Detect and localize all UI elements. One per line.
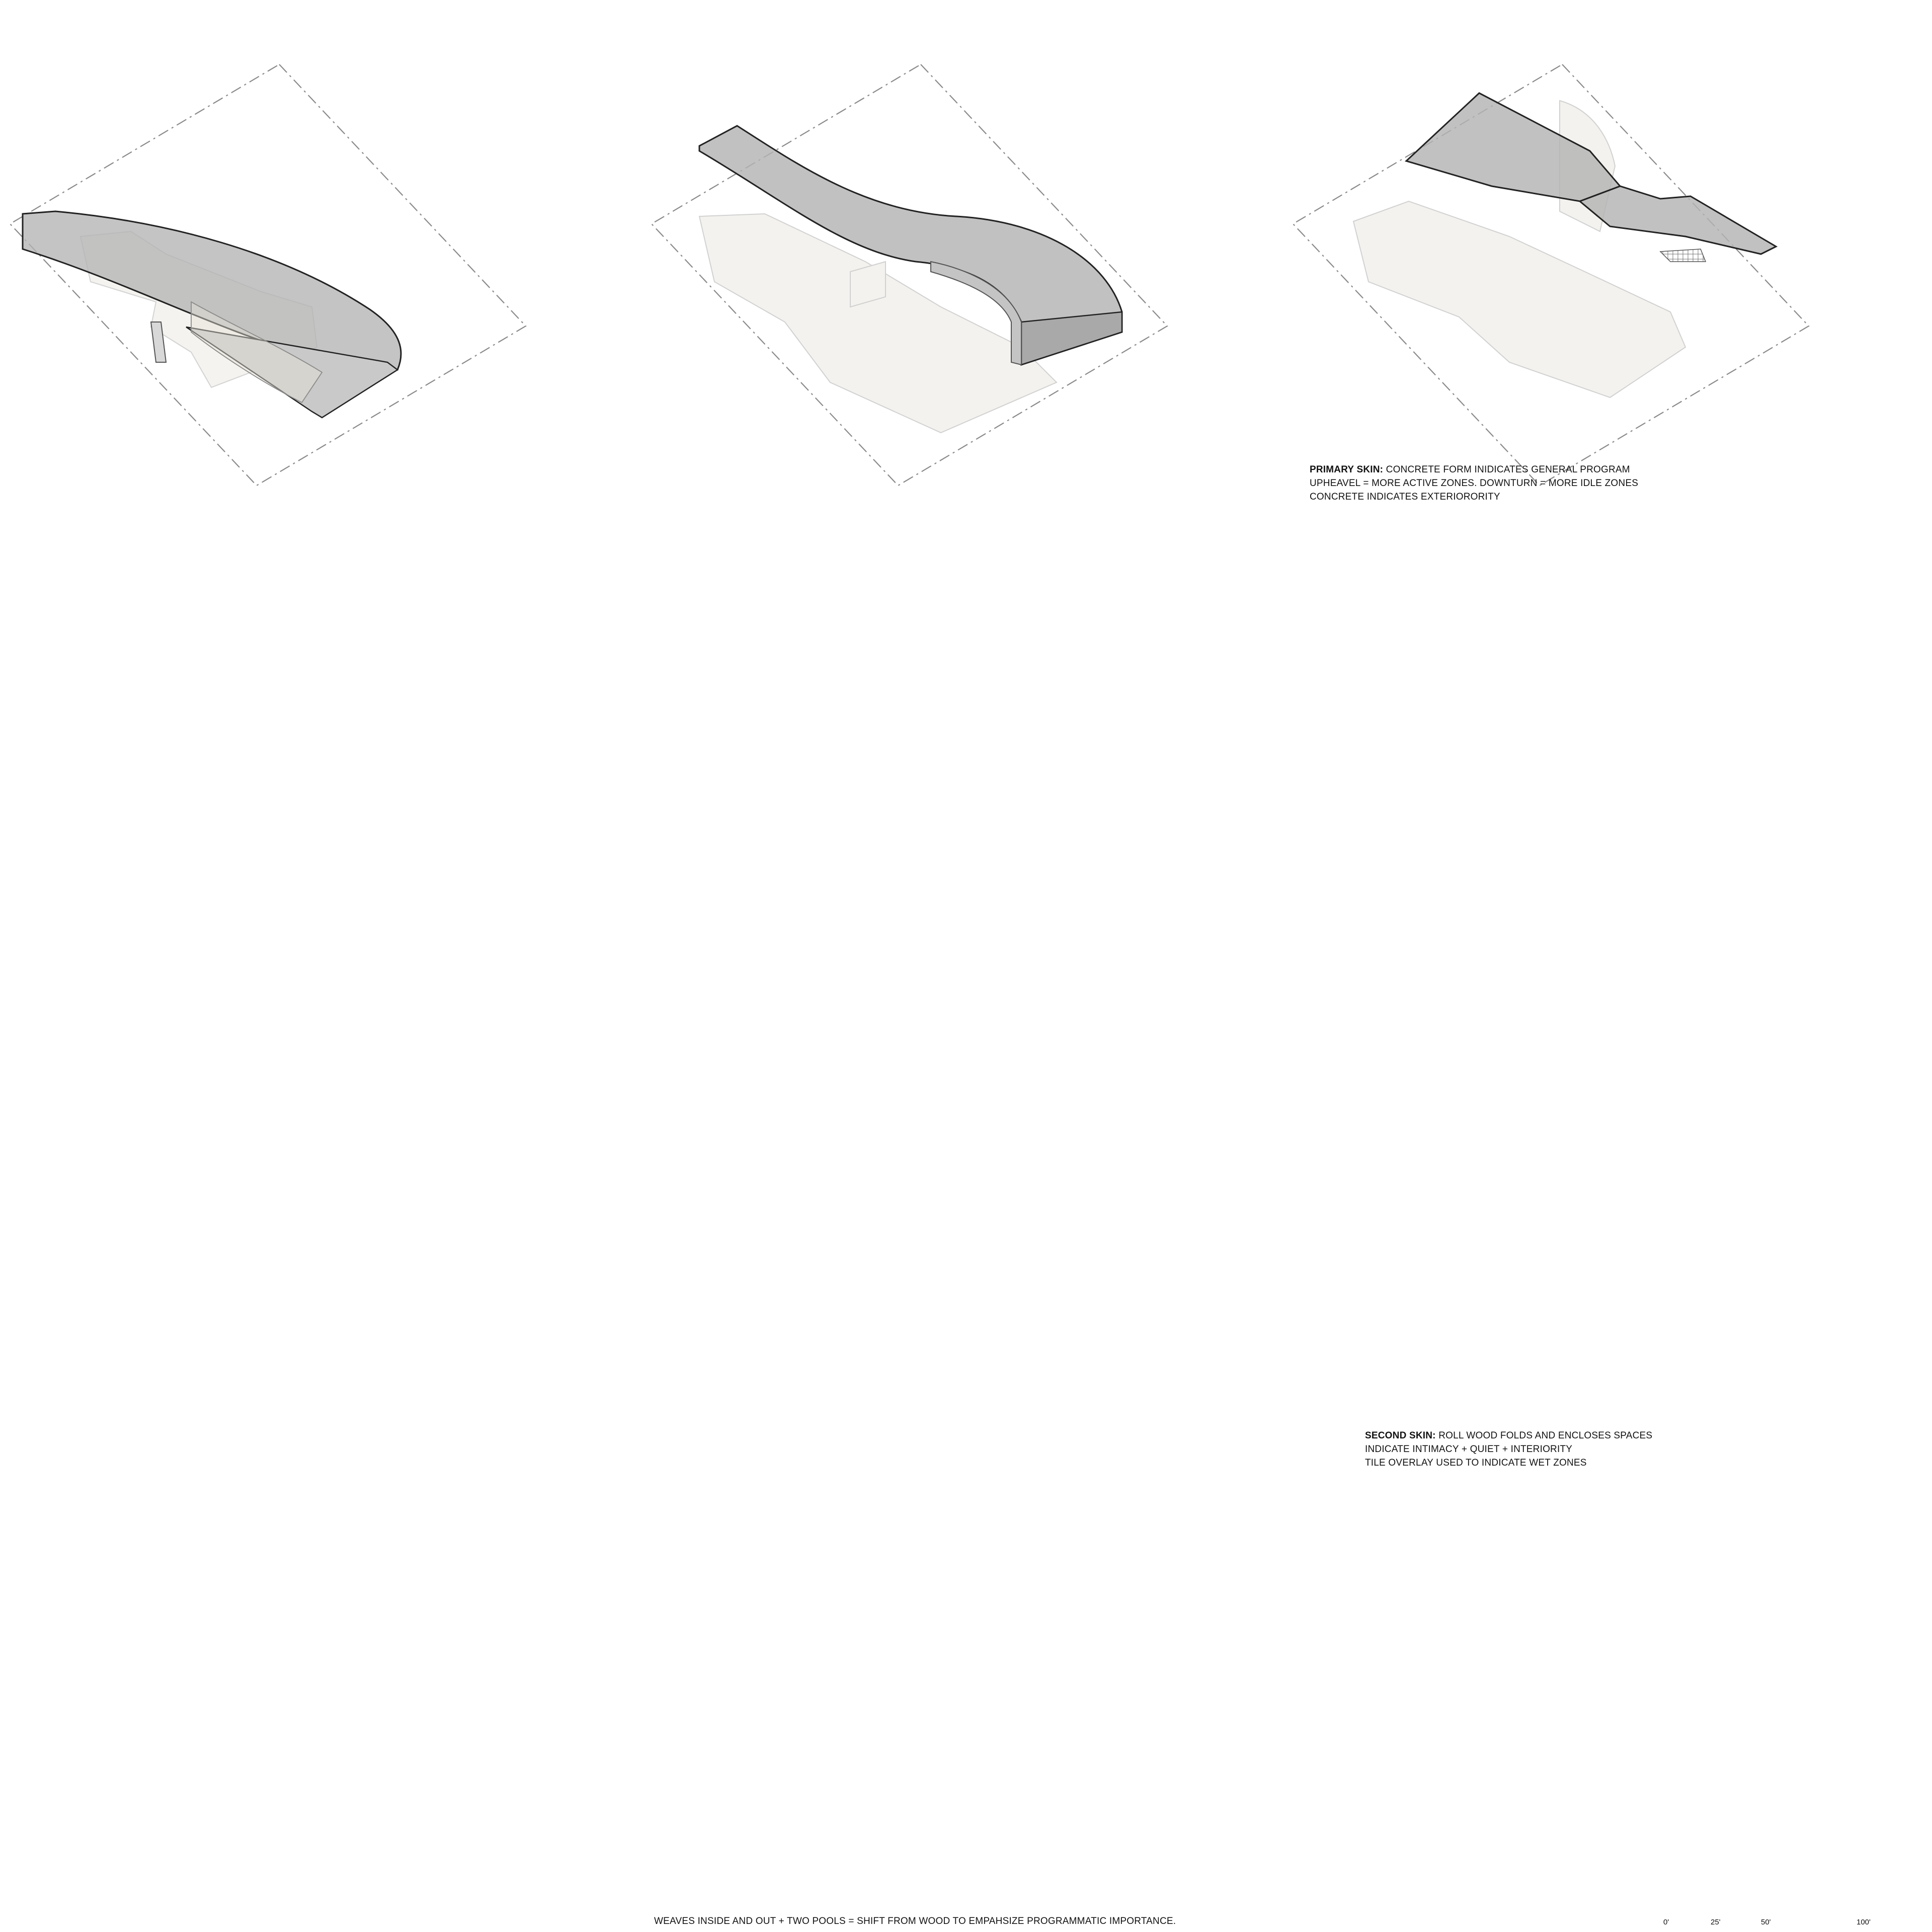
second-skin-heading: SECOND SKIN: [1365, 1430, 1436, 1441]
primary-skin-note: PRIMARY SKIN: CONCRETE FORM INIDICATES G… [1310, 463, 1638, 504]
primary-skin-line2: UPHEAVEL = MORE ACTIVE ZONES. DOWNTURN =… [1310, 478, 1639, 489]
scale-label-0: 0' [1663, 1918, 1669, 1926]
site-boundary [9, 63, 527, 487]
concrete-skin [22, 210, 402, 419]
second-skin-note: SECOND SKIN: ROLL WOOD FOLDS AND ENCLOSE… [1365, 1429, 1652, 1470]
diagram-panel-3 [1292, 63, 1810, 487]
diagram-panel-1 [9, 63, 527, 487]
second-skin-line1: ROLL WOOD FOLDS AND ENCLOSES SPACES [1438, 1430, 1653, 1441]
wood-skin-ghost [191, 301, 323, 404]
diagram-panel-2 [651, 63, 1168, 487]
scale-label-50: 50' [1761, 1918, 1771, 1926]
concrete-skin [1405, 92, 1778, 262]
concrete-skin [698, 125, 1123, 366]
scale-label-25: 25' [1711, 1918, 1721, 1926]
primary-skin-line3: CONCRETE INDICATES EXTERIORORITY [1310, 492, 1500, 502]
primary-skin-heading: PRIMARY SKIN: [1310, 464, 1384, 475]
ghost-volume [698, 213, 1058, 434]
scale-label-100: 100' [1857, 1918, 1871, 1926]
primary-skin-line1: CONCRETE FORM INIDICATES GENERAL PROGRAM [1386, 464, 1630, 475]
second-skin-line3: TILE OVERLAY USED TO INDICATE WET ZONES [1365, 1458, 1587, 1468]
second-skin-line2: INDICATE INTIMACY + QUIET + INTERIORITY [1365, 1444, 1573, 1455]
bottom-caption: WEAVES INSIDE AND OUT + TWO POOLS = SHIF… [654, 1916, 1176, 1926]
